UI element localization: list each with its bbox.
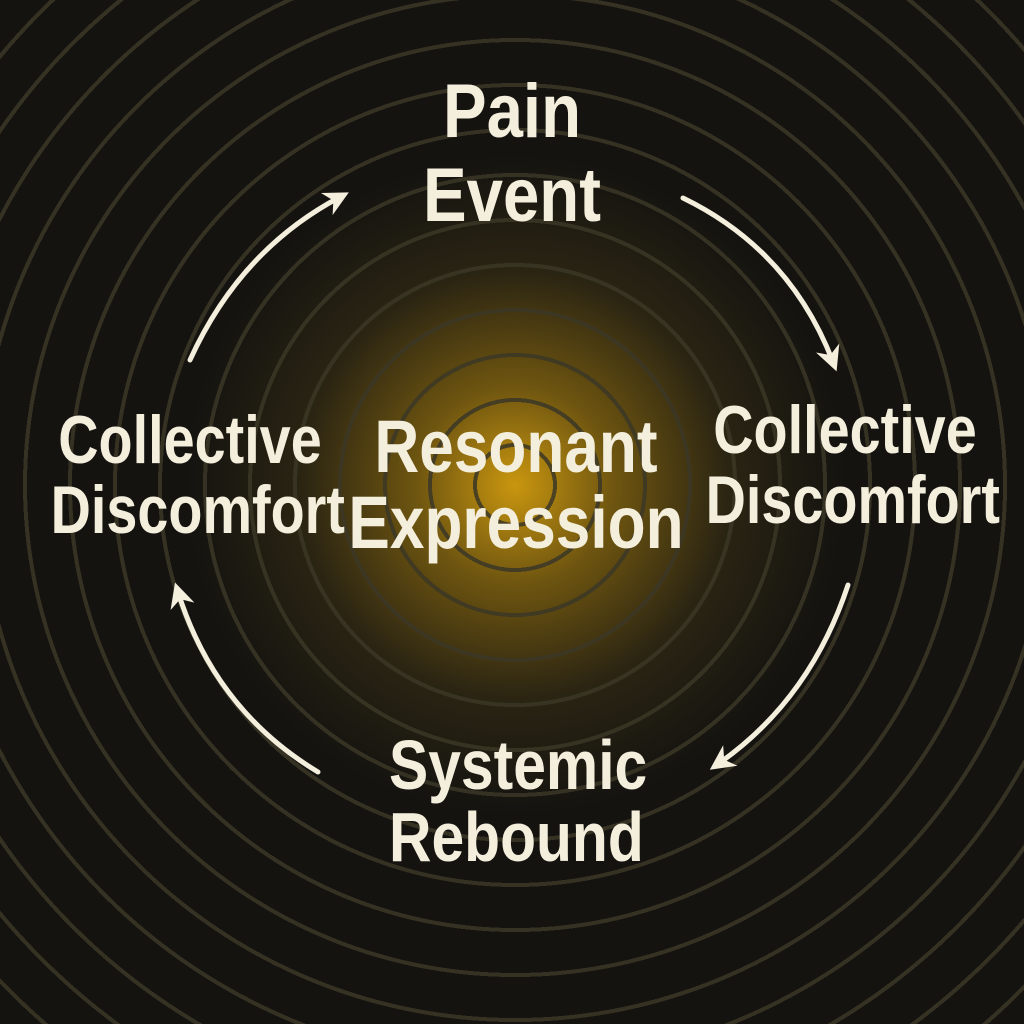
node-collective-discomfort-left: Collective Discomfort bbox=[50, 402, 345, 548]
arrow-right-to-bottom bbox=[709, 582, 851, 770]
node-right-line1: Collective bbox=[713, 392, 977, 468]
node-bottom-line2: Rebound bbox=[389, 798, 644, 876]
node-center-line1: Resonant bbox=[374, 405, 658, 488]
node-top-line2: Event bbox=[423, 153, 601, 238]
node-right-line2: Discomfort bbox=[705, 462, 1000, 538]
node-left-line1: Collective bbox=[58, 402, 322, 478]
node-top-line1: Pain bbox=[442, 69, 582, 154]
arrow-top-to-right bbox=[680, 195, 840, 372]
node-systemic-rebound: Systemic Rebound bbox=[389, 726, 648, 876]
node-left-line2: Discomfort bbox=[50, 472, 345, 548]
arrow-left-to-top bbox=[187, 192, 349, 363]
node-resonant-expression: Resonant Expression bbox=[348, 410, 684, 560]
node-collective-discomfort-right: Collective Discomfort bbox=[705, 392, 1000, 538]
node-pain-event: Pain Event bbox=[383, 74, 641, 234]
node-bottom-line1: Systemic bbox=[389, 726, 648, 804]
arrow-bottom-to-left bbox=[170, 582, 321, 775]
node-center-line2: Expression bbox=[348, 481, 684, 564]
